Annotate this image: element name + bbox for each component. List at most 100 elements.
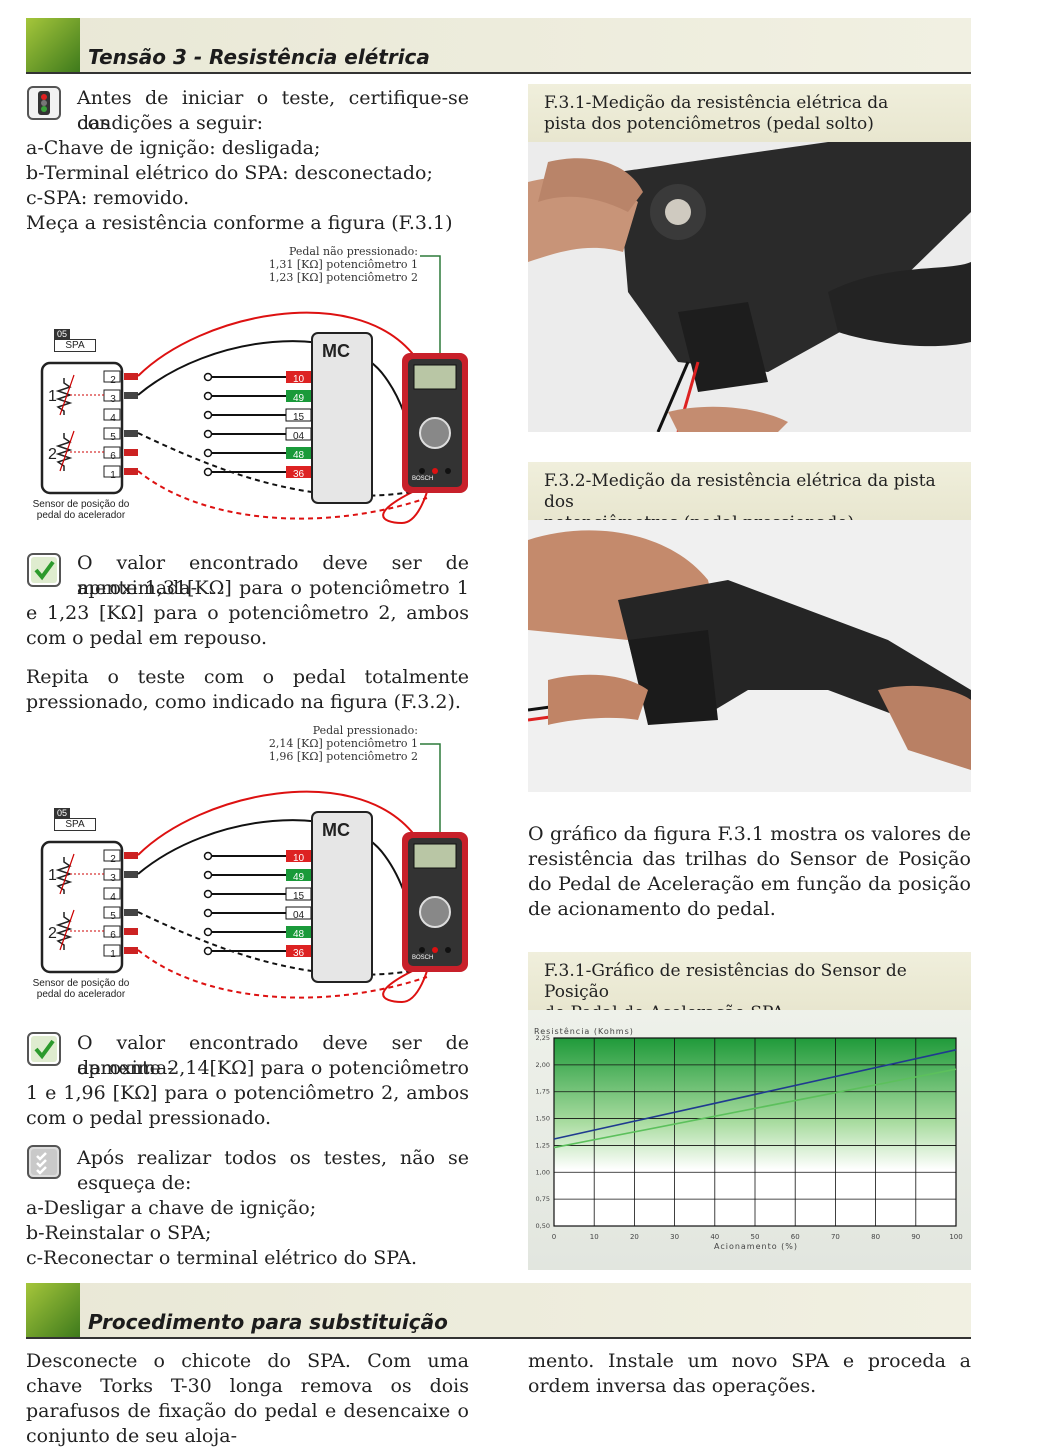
connector-code: 05 bbox=[54, 808, 70, 818]
checklist-icon bbox=[27, 1145, 61, 1179]
chart-y-tick-label: 2,00 bbox=[536, 1061, 550, 1069]
module-pin: 49 bbox=[292, 393, 305, 404]
caption-line: F.3.2-Medição da resistência elétrica da… bbox=[544, 471, 936, 512]
chart-y-tick-label: 1,75 bbox=[536, 1088, 550, 1096]
section-title: Procedimento para substituição bbox=[88, 1310, 448, 1334]
result1-text: mente 1,31[KΩ] para o potenciômetro 1 e … bbox=[26, 577, 469, 649]
intro-item: c-SPA: removido. bbox=[26, 187, 190, 209]
sensor-pin: 6 bbox=[110, 451, 116, 462]
pot2-label: 2 bbox=[48, 925, 57, 942]
pot1-label: 1 bbox=[48, 388, 57, 405]
chart-y-tick-label: 2,25 bbox=[536, 1034, 550, 1042]
sensor-caption: Sensor de posição do pedal do acelerador bbox=[26, 978, 136, 1000]
photo-pedal-pressed bbox=[528, 520, 971, 792]
sensor-pin: 6 bbox=[110, 930, 116, 941]
sensor-caption-line: Sensor de posição do bbox=[32, 499, 130, 510]
chart-x-tick-label: 10 bbox=[590, 1233, 599, 1241]
sensor-caption-line: pedal do acelerador bbox=[36, 510, 126, 521]
chart-y-tick-label: 1,25 bbox=[536, 1141, 550, 1149]
sensor-pin: 3 bbox=[110, 394, 116, 405]
repeat-instruction: Repita o teste com o pedal totalmente pr… bbox=[26, 666, 469, 713]
measurement-note: Pedal pressionado: 2,14 [KΩ] potenciômet… bbox=[232, 724, 418, 763]
sensor-pin: 1 bbox=[110, 949, 116, 960]
section-header-replacement: Procedimento para substituição bbox=[26, 1283, 971, 1339]
section-title: Tensão 3 - Resistência elétrica bbox=[88, 45, 430, 69]
figure-caption-f32: F.3.2-Medição da resistência elétrica da… bbox=[528, 462, 971, 533]
module-pin: 15 bbox=[292, 412, 305, 423]
note-pot1: 1,31 [KΩ] potenciômetro 1 bbox=[268, 258, 418, 271]
sensor-pin: 2 bbox=[110, 854, 116, 865]
caption-line: F.3.1-Medição da resistência elétrica da bbox=[544, 93, 889, 113]
module-pin: 15 bbox=[292, 891, 305, 902]
meter-brand: BOSCH bbox=[412, 476, 434, 482]
chart-y-tick-label: 1,50 bbox=[536, 1115, 550, 1123]
module-pin: 10 bbox=[292, 374, 305, 385]
sensor-pin: 3 bbox=[110, 873, 116, 884]
pot1-label: 1 bbox=[48, 867, 57, 884]
photo-pedal-released bbox=[528, 142, 971, 432]
wiring-svg bbox=[40, 255, 468, 525]
sensor-pin: 2 bbox=[110, 375, 116, 386]
note-pot2: 1,96 [KΩ] potenciômetro 2 bbox=[268, 750, 418, 763]
module-pin: 48 bbox=[292, 450, 305, 461]
result2-first-line: O valor encontrado deve ser de aproxima- bbox=[77, 1032, 469, 1079]
chart-x-axis-label: Acionamento (%) bbox=[714, 1242, 798, 1251]
section-marker bbox=[26, 1283, 80, 1337]
chart-series-line-2 bbox=[553, 1068, 957, 1149]
note-title: Pedal não pressionado: bbox=[288, 245, 418, 258]
sensor-pin-list: 2 3 4 5 6 1 bbox=[106, 850, 120, 964]
after-line-1: Após realizar todos os testes, não se bbox=[77, 1147, 469, 1169]
sensor-pin: 5 bbox=[110, 911, 116, 922]
figure-caption-f31: F.3.1-Medição da resistência elétrica da… bbox=[528, 84, 971, 142]
connector-tag: 05 SPA bbox=[54, 808, 96, 836]
caption-line: pista dos potenciômetros (pedal solto) bbox=[544, 114, 874, 134]
sensor-pin: 4 bbox=[110, 413, 116, 424]
pot2-label: 2 bbox=[48, 446, 57, 463]
chart-caption: F.3.1-Gráfico de resistências do Sensor … bbox=[528, 952, 971, 1023]
wiring-svg bbox=[40, 743, 468, 1004]
connector-code: 05 bbox=[54, 329, 70, 339]
connector-tag: 05 SPA bbox=[54, 329, 96, 357]
chart-y-tick-label: 1,00 bbox=[536, 1168, 550, 1176]
chart-x-tick-label: 30 bbox=[670, 1233, 679, 1241]
result2-text: damente 2,14[KΩ] para o potenciômetro 1 … bbox=[26, 1057, 469, 1129]
chart-x-tick-label: 40 bbox=[710, 1233, 719, 1241]
after-line-2: esqueça de: bbox=[77, 1172, 192, 1194]
chart-x-tick-label: 60 bbox=[791, 1233, 800, 1241]
sensor-pin-list: 2 3 4 5 6 1 bbox=[106, 371, 120, 485]
measurement-note: Pedal não pressionado: 1,31 [KΩ] potenci… bbox=[232, 245, 418, 284]
chart-x-tick-label: 70 bbox=[831, 1233, 840, 1241]
caption-line: F.3.1-Gráfico de resistências do Sensor … bbox=[544, 961, 907, 1002]
meter-brand: BOSCH bbox=[412, 955, 434, 961]
module-pin: 48 bbox=[292, 929, 305, 940]
note-title: Pedal pressionado: bbox=[312, 724, 418, 737]
module-pin: 10 bbox=[292, 853, 305, 864]
chart-series-line-1 bbox=[553, 1049, 957, 1140]
intro-line-1: Antes de iniciar o teste, certifique-se … bbox=[77, 87, 469, 134]
sensor-pin: 4 bbox=[110, 892, 116, 903]
module-pin: 49 bbox=[292, 872, 305, 883]
intro-line-2: condições a seguir: bbox=[77, 112, 263, 134]
chart-y-tick-label: 0,75 bbox=[536, 1195, 550, 1203]
graph-description: O gráfico da figura F.3.1 mostra os valo… bbox=[528, 823, 971, 920]
module-pin: 04 bbox=[292, 910, 305, 921]
check-icon bbox=[27, 553, 61, 587]
after-item: c-Reconectar o terminal elétrico do SPA. bbox=[26, 1247, 418, 1269]
module-pin: 04 bbox=[292, 431, 305, 442]
module-label: MC bbox=[322, 820, 350, 840]
wiring-diagram-pressed: Pedal pressionado: 2,14 [KΩ] potenciômet… bbox=[22, 722, 482, 1007]
section-marker bbox=[26, 18, 80, 72]
after-item: b-Reinstalar o SPA; bbox=[26, 1222, 212, 1244]
chart-x-tick-label: 100 bbox=[949, 1233, 962, 1241]
note-pot2: 1,23 [KΩ] potenciômetro 2 bbox=[268, 271, 418, 284]
check-icon bbox=[27, 1032, 61, 1066]
chart-y-axis-label: Resistência (Kohms) bbox=[534, 1026, 634, 1036]
module-pin: 36 bbox=[292, 948, 305, 959]
section-header-resistance: Tensão 3 - Resistência elétrica bbox=[26, 18, 971, 74]
note-pot1: 2,14 [KΩ] potenciômetro 1 bbox=[268, 737, 418, 750]
traffic-light-icon bbox=[27, 86, 61, 120]
after-item: a-Desligar a chave de ignição; bbox=[26, 1197, 317, 1219]
chart-x-tick-label: 80 bbox=[871, 1233, 880, 1241]
